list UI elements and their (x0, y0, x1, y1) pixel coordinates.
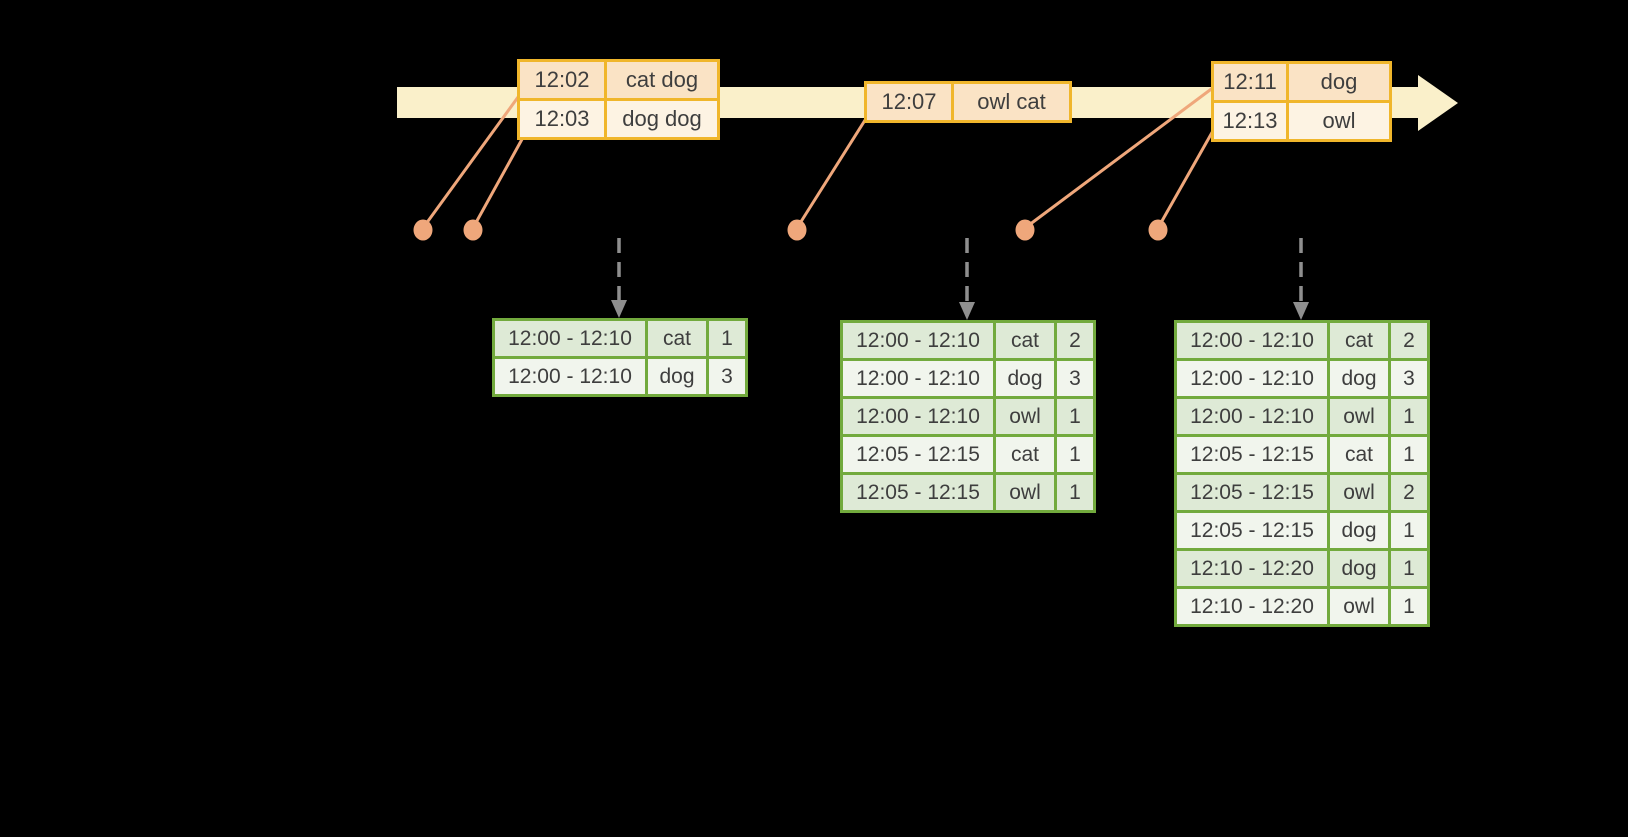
result-table-3: 12:00 - 12:10 cat 2 12:00 - 12:10 dog 3 … (1174, 320, 1430, 627)
window-cell: 12:05 - 12:15 (1177, 475, 1327, 510)
event-row: 12:02 cat dog (520, 62, 717, 98)
count-cell: 1 (1391, 551, 1427, 586)
table-row: 12:00 - 12:10 owl 1 (843, 399, 1093, 434)
event-time: 12:07 (867, 84, 951, 120)
word-cell: owl (1330, 399, 1388, 434)
event-connector-line (795, 116, 869, 229)
event-row: 12:07 owl cat (867, 84, 1069, 120)
window-cell: 12:10 - 12:20 (1177, 589, 1327, 624)
word-cell: dog (996, 361, 1054, 396)
word-cell: owl (996, 475, 1054, 510)
result-table-2: 12:00 - 12:10 cat 2 12:00 - 12:10 dog 3 … (840, 320, 1096, 513)
table-row: 12:05 - 12:15 owl 1 (843, 475, 1093, 510)
word-cell: dog (1330, 551, 1388, 586)
count-cell: 1 (1391, 399, 1427, 434)
word-cell: owl (996, 399, 1054, 434)
word-cell: cat (996, 437, 1054, 472)
table-row: 12:00 - 12:10 dog 3 (843, 361, 1093, 396)
event-time: 12:13 (1214, 103, 1286, 139)
count-cell: 2 (1057, 323, 1093, 358)
window-cell: 12:00 - 12:10 (843, 361, 993, 396)
count-cell: 1 (1057, 399, 1093, 434)
window-cell: 12:00 - 12:10 (1177, 323, 1327, 358)
window-cell: 12:10 - 12:20 (1177, 551, 1327, 586)
table-row: 12:05 - 12:15 cat 1 (1177, 437, 1427, 472)
window-cell: 12:00 - 12:10 (1177, 361, 1327, 396)
window-cell: 12:05 - 12:15 (843, 437, 993, 472)
count-cell: 1 (1391, 589, 1427, 624)
table-row: 12:05 - 12:15 owl 2 (1177, 475, 1427, 510)
result-table-1: 12:00 - 12:10 cat 1 12:00 - 12:10 dog 3 (492, 318, 748, 397)
event-time-dot (413, 219, 433, 241)
table-row: 12:05 - 12:15 dog 1 (1177, 513, 1427, 548)
event-time-dot (1015, 219, 1035, 241)
count-cell: 2 (1391, 475, 1427, 510)
event-words: owl (1289, 103, 1389, 139)
event-words: dog (1289, 64, 1389, 100)
event-time: 12:03 (520, 101, 604, 137)
event-words: cat dog (607, 62, 717, 98)
event-words: dog dog (607, 101, 717, 137)
trigger-arrow-head-icon (611, 300, 627, 318)
window-cell: 12:00 - 12:10 (1177, 399, 1327, 434)
word-cell: owl (1330, 475, 1388, 510)
word-cell: dog (648, 359, 706, 394)
event-time-dot (1148, 219, 1168, 241)
table-row: 12:00 - 12:10 cat 2 (1177, 323, 1427, 358)
count-cell: 1 (1057, 437, 1093, 472)
count-cell: 3 (709, 359, 745, 394)
event-row: 12:13 owl (1214, 103, 1389, 139)
word-cell: dog (1330, 513, 1388, 548)
count-cell: 3 (1057, 361, 1093, 396)
window-cell: 12:00 - 12:10 (495, 359, 645, 394)
timeline-event-box-3: 12:11 dog 12:13 owl (1211, 61, 1392, 142)
window-cell: 12:00 - 12:10 (843, 323, 993, 358)
count-cell: 1 (1057, 475, 1093, 510)
table-row: 12:05 - 12:15 cat 1 (843, 437, 1093, 472)
event-time-dot (463, 219, 483, 241)
count-cell: 1 (1391, 513, 1427, 548)
event-connector-line (471, 131, 528, 229)
trigger-arrow-head-icon (1293, 302, 1309, 320)
window-cell: 12:00 - 12:10 (495, 321, 645, 356)
word-cell: cat (996, 323, 1054, 358)
table-row: 12:10 - 12:20 dog 1 (1177, 551, 1427, 586)
trigger-arrow-head-icon (959, 302, 975, 320)
timeline-event-box-2: 12:07 owl cat (864, 81, 1072, 123)
table-row: 12:00 - 12:10 dog 3 (495, 359, 745, 394)
word-cell: owl (1330, 589, 1388, 624)
table-row: 12:00 - 12:10 cat 1 (495, 321, 745, 356)
event-time: 12:11 (1214, 64, 1286, 100)
word-cell: cat (1330, 323, 1388, 358)
table-row: 12:00 - 12:10 owl 1 (1177, 399, 1427, 434)
event-row: 12:03 dog dog (520, 101, 717, 137)
window-cell: 12:05 - 12:15 (1177, 437, 1327, 472)
window-cell: 12:05 - 12:15 (843, 475, 993, 510)
timeline-event-box-1: 12:02 cat dog 12:03 dog dog (517, 59, 720, 140)
window-cell: 12:00 - 12:10 (843, 399, 993, 434)
table-row: 12:00 - 12:10 cat 2 (843, 323, 1093, 358)
count-cell: 2 (1391, 323, 1427, 358)
count-cell: 1 (709, 321, 745, 356)
event-row: 12:11 dog (1214, 64, 1389, 100)
table-row: 12:00 - 12:10 dog 3 (1177, 361, 1427, 396)
event-connector-line (1024, 85, 1215, 230)
word-cell: cat (648, 321, 706, 356)
window-cell: 12:05 - 12:15 (1177, 513, 1327, 548)
count-cell: 1 (1391, 437, 1427, 472)
table-row: 12:10 - 12:20 owl 1 (1177, 589, 1427, 624)
event-connector-line (421, 92, 523, 229)
word-cell: dog (1330, 361, 1388, 396)
word-cell: cat (1330, 437, 1388, 472)
event-connector-line (1156, 128, 1216, 229)
event-words: owl cat (954, 84, 1069, 120)
event-time: 12:02 (520, 62, 604, 98)
timeline-arrowhead-icon (1418, 75, 1458, 131)
event-time-dot (787, 219, 807, 241)
count-cell: 3 (1391, 361, 1427, 396)
